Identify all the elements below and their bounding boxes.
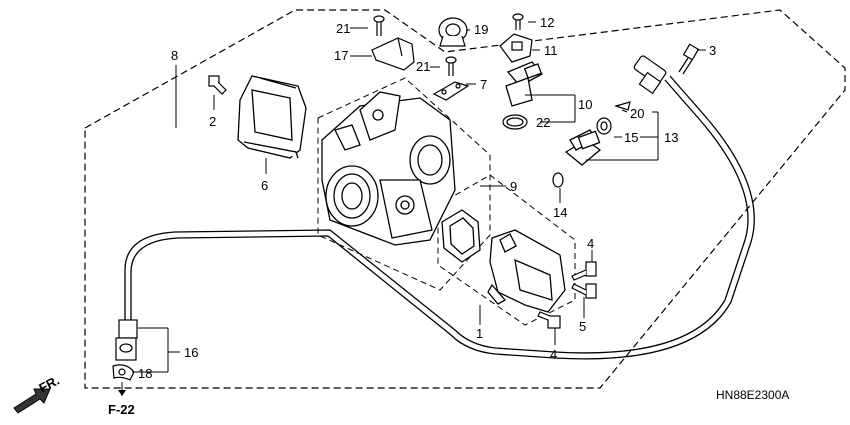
injector-10 [505,61,544,107]
callout-15: 15 [624,130,638,145]
callout-12: 12 [540,15,554,30]
seal-22 [502,114,528,130]
callout-6: 6 [261,178,268,193]
gasket-9 [441,209,481,263]
callout-22: 22 [536,115,550,130]
callout-20: 20 [630,106,644,121]
throttle-body [321,91,456,246]
callout-14: 14 [553,205,567,220]
callout-17: 17 [334,48,348,63]
callout-16: 16 [184,345,198,360]
callout-21-upper: 21 [336,21,350,36]
assembly-boundary [84,9,846,389]
direction-arrow-icon [13,388,51,414]
callout-18: 18 [138,366,152,381]
funnel-cover-6 [237,75,307,159]
screw-4-upper [571,261,597,281]
hose-clip-18 [112,364,135,381]
valve-19 [438,17,468,47]
screw-4-lower [537,311,561,329]
callout-7: 7 [480,77,487,92]
injector-13 [564,129,602,166]
bolt-2 [208,75,227,95]
diagram-code: HN88E2300A [716,388,789,402]
callout-21-lower: 21 [416,59,430,74]
throttle-body-subassembly-box [317,77,576,326]
reference-label: F-22 [108,402,135,417]
callout-10: 10 [578,97,592,112]
sensor-1 [487,229,566,313]
callout-13: 13 [664,130,678,145]
screw-12 [512,13,524,30]
bracket-17 [371,37,415,71]
vacuum-hose [124,75,755,360]
callout-19: 19 [474,22,488,37]
callout-1: 1 [476,326,483,341]
screw-3 [678,43,700,75]
callout-11: 11 [544,43,558,58]
screw-21-upper [373,15,385,36]
callout-2: 2 [209,114,216,129]
seal-14 [552,172,564,188]
hose-joint-20 [613,55,667,111]
callout-5: 5 [579,319,586,334]
callout-3: 3 [709,43,716,58]
callout-4-upper: 4 [587,236,594,251]
screw-21-lower [445,56,457,76]
callout-labels: 8 2 6 21 17 21 19 7 12 11 10 22 3 20 15 … [138,15,716,381]
callout-9: 9 [510,179,517,194]
screw-5 [571,283,597,299]
leader-lines [121,21,706,396]
connector-11 [499,33,533,63]
reference-arrow [118,390,126,396]
callout-4-lower: 4 [550,347,557,362]
callout-8: 8 [171,48,178,63]
o-ring-15 [596,117,612,135]
hose-fitting-16 [115,319,138,361]
plate-7 [432,81,470,101]
